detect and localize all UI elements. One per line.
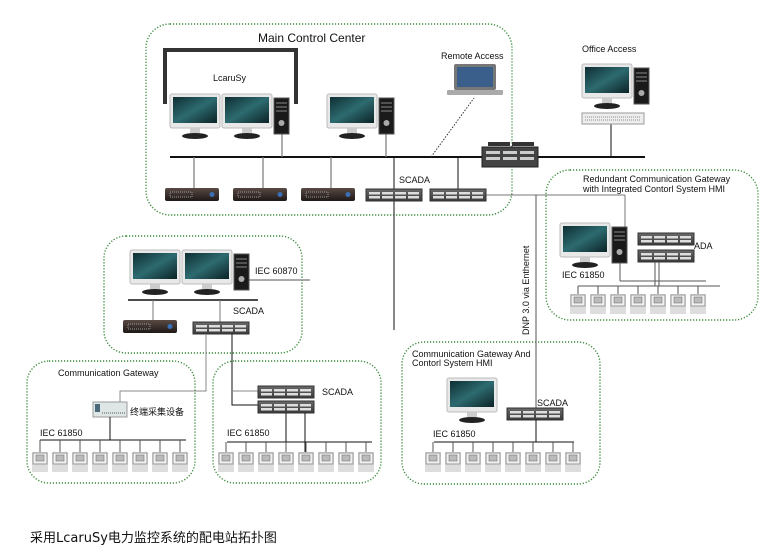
- monitor: [581, 63, 633, 110]
- storage-server-icon: [481, 142, 539, 168]
- relay-device: [257, 451, 275, 473]
- group-scada-substation: [212, 360, 382, 484]
- group-comm-hmi: [401, 341, 601, 485]
- server: [300, 187, 356, 202]
- server: [122, 319, 178, 334]
- scada-label: SCADA: [322, 387, 354, 397]
- iec61850-label: IEC 61850: [562, 270, 605, 280]
- group-main-control-center: [145, 23, 513, 216]
- scada-label: SCADA: [233, 306, 265, 316]
- dnp-label: DNP 3.0 via Enthernet: [521, 245, 531, 335]
- pc-tower: [233, 253, 250, 291]
- scada-switch: [506, 407, 564, 421]
- scada-switch: [192, 321, 250, 335]
- group-title-comm-hmi: Communication Gateway And: [412, 349, 531, 359]
- lcarusy-frame: [163, 48, 298, 104]
- scada-label: ADA: [694, 241, 713, 251]
- group-title-redundant: Redundant Communication Gateway: [583, 174, 731, 184]
- pc-tower: [378, 97, 395, 135]
- scada-switch: [365, 188, 423, 202]
- group-title-comm-gateway: Communication Gateway: [58, 368, 159, 378]
- relay-device: [464, 451, 482, 473]
- relay-device: [649, 293, 667, 315]
- relay-device: [91, 451, 109, 473]
- relay-device: [524, 451, 542, 473]
- iec61850-label: IEC 61850: [433, 429, 476, 439]
- relay-device: [689, 293, 707, 315]
- monitor: [559, 222, 611, 269]
- scada-switch: [637, 249, 695, 263]
- relay-device: [317, 451, 335, 473]
- scada-label: SCADA: [399, 175, 431, 185]
- relay-device: [569, 293, 587, 315]
- switch: [429, 188, 487, 202]
- group-iec60870-station: [103, 235, 303, 354]
- figure-caption: 采用LcaruSy电力监控系统的配电站拓扑图: [30, 531, 277, 546]
- relay-device: [609, 293, 627, 315]
- remote-access-label: Remote Access: [441, 51, 504, 61]
- pc-tower: [611, 226, 628, 264]
- relay-device: [337, 451, 355, 473]
- relay-device: [484, 451, 502, 473]
- scada-switch: [257, 400, 315, 414]
- monitor: [181, 249, 233, 296]
- iec60870-label: IEC 60870: [255, 266, 298, 276]
- group-redundant-gateway: [545, 169, 759, 321]
- relay-device: [444, 451, 462, 473]
- relay-device: [564, 451, 582, 473]
- relay-device: [151, 451, 169, 473]
- group-title-comm-hmi-line2: Contorl System HMI: [412, 358, 493, 368]
- relay-device: [297, 451, 315, 473]
- remote-access-link: [430, 97, 475, 158]
- group-comm-gateway: [26, 360, 196, 484]
- relay-device: [357, 451, 375, 473]
- scada-switch: [637, 232, 695, 246]
- laptop-icon: [447, 64, 503, 95]
- relay-device: [31, 451, 49, 473]
- scada-switch: [257, 385, 315, 399]
- relay-device: [71, 451, 89, 473]
- relay-device: [589, 293, 607, 315]
- keyboard-icon: [581, 112, 645, 125]
- relay-device: [237, 451, 255, 473]
- server: [232, 187, 288, 202]
- monitor: [129, 249, 181, 296]
- pc-tower: [633, 67, 650, 105]
- lcarusy-label: LcaruSy: [213, 73, 247, 83]
- terminal-device-label: 终端采集设备: [130, 408, 185, 418]
- relay-device: [669, 293, 687, 315]
- monitor: [169, 93, 221, 140]
- relay-device: [131, 451, 149, 473]
- pc-tower: [273, 97, 290, 135]
- iec61850-label: IEC 61850: [227, 428, 270, 438]
- monitor: [446, 377, 498, 424]
- scada-label: SCADA: [537, 398, 569, 408]
- relay-device: [277, 451, 295, 473]
- terminal-device-icon: [92, 401, 128, 418]
- group-title-main: Main Control Center: [258, 31, 366, 45]
- relay-device: [424, 451, 442, 473]
- office-access-label: Office Access: [582, 44, 637, 54]
- relay-device: [217, 451, 235, 473]
- group-title-redundant-line2: with Integrated Contorl System HMI: [583, 184, 726, 194]
- iec61850-label: IEC 61850: [40, 428, 83, 438]
- monitor: [326, 93, 378, 140]
- relay-device: [171, 451, 189, 473]
- server: [164, 187, 220, 202]
- relay-device: [504, 451, 522, 473]
- monitor: [221, 93, 273, 140]
- relay-device: [51, 451, 69, 473]
- relay-device: [111, 451, 129, 473]
- relay-device: [544, 451, 562, 473]
- relay-device: [629, 293, 647, 315]
